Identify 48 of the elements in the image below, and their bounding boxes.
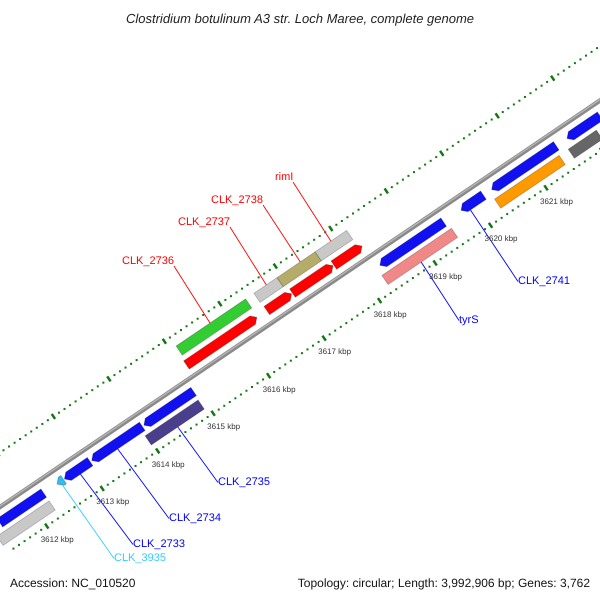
scale-label: 3617 kbp: [318, 347, 352, 358]
gene-label: CLK_2735: [218, 476, 270, 489]
gene-block: [263, 292, 292, 316]
leader-line: [117, 448, 170, 519]
accession-text: Accession: NC_010520: [10, 575, 136, 592]
leader-line: [177, 426, 218, 483]
gene-block: [183, 316, 258, 370]
gene-block: [64, 456, 94, 481]
gene-label: CLK_2734: [169, 512, 221, 525]
gene-block: [566, 111, 600, 140]
gene-block: [143, 386, 197, 427]
gene-block: [56, 474, 67, 486]
gene-block: [144, 399, 205, 446]
leader-line: [470, 210, 518, 282]
gene-label: CLK_2738: [211, 194, 263, 207]
leader-line: [80, 474, 134, 545]
gene-label: CLK_2733: [133, 538, 185, 551]
scale-label: 3614 kbp: [152, 460, 185, 470]
gene-block: [176, 298, 252, 356]
scale-label: 3618 kbp: [374, 310, 407, 320]
scale-label: 3612 kbp: [40, 535, 74, 546]
gene-block: [314, 230, 354, 262]
gene-block: [491, 141, 560, 192]
leader-line: [230, 226, 267, 286]
leader-line: [262, 204, 301, 262]
gene-label: rimI: [275, 171, 294, 184]
gene-block: [379, 217, 448, 268]
gene-label: CLK_2736: [122, 255, 174, 268]
title: Clostridium botulinum A3 str. Loch Maree, complete genome: [124, 10, 476, 28]
gene-block: [330, 244, 362, 270]
leader-line: [62, 486, 114, 559]
scale-label: 3621 kbp: [540, 196, 573, 207]
gene-block: [289, 264, 334, 298]
leader-line: [174, 266, 210, 324]
gene-block: [276, 251, 322, 288]
gene-label: CLK_3935: [114, 552, 166, 565]
genome-stats-text: Topology: circular; Length: 3,992,906 bp; Genes: 3,762: [298, 575, 590, 592]
gene-block: [568, 130, 600, 159]
scale-label: 3616 kbp: [262, 384, 296, 395]
scale-label: 3615 kbp: [207, 422, 240, 432]
gene-block: [0, 488, 48, 528]
gene-block: [91, 422, 146, 462]
gene-label: CLK_2741: [518, 275, 570, 288]
leader-line: [292, 182, 332, 242]
gene-label: CLK_2737: [178, 216, 230, 229]
gene-block: [253, 277, 284, 303]
gene-label: tyrS: [459, 314, 479, 327]
gene-block: [460, 190, 487, 212]
